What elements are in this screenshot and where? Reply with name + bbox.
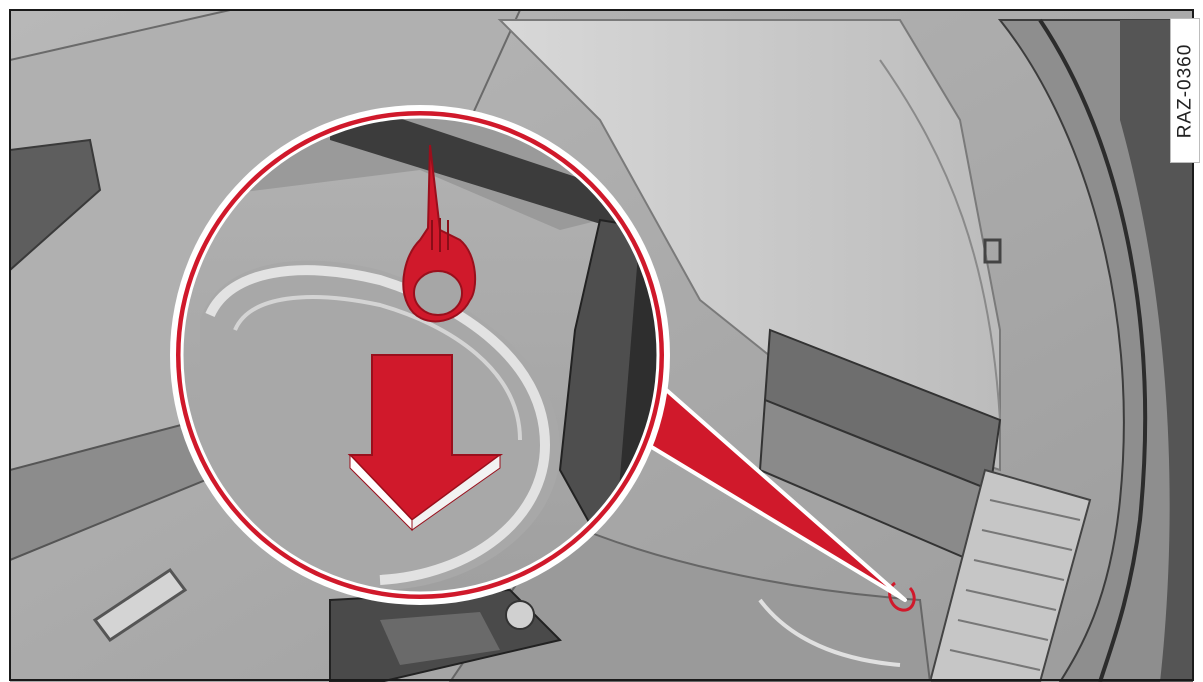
figure-reference-code: RAZ-0360 <box>1170 18 1200 163</box>
figure-reference-code-text: RAZ-0360 <box>1174 43 1196 138</box>
